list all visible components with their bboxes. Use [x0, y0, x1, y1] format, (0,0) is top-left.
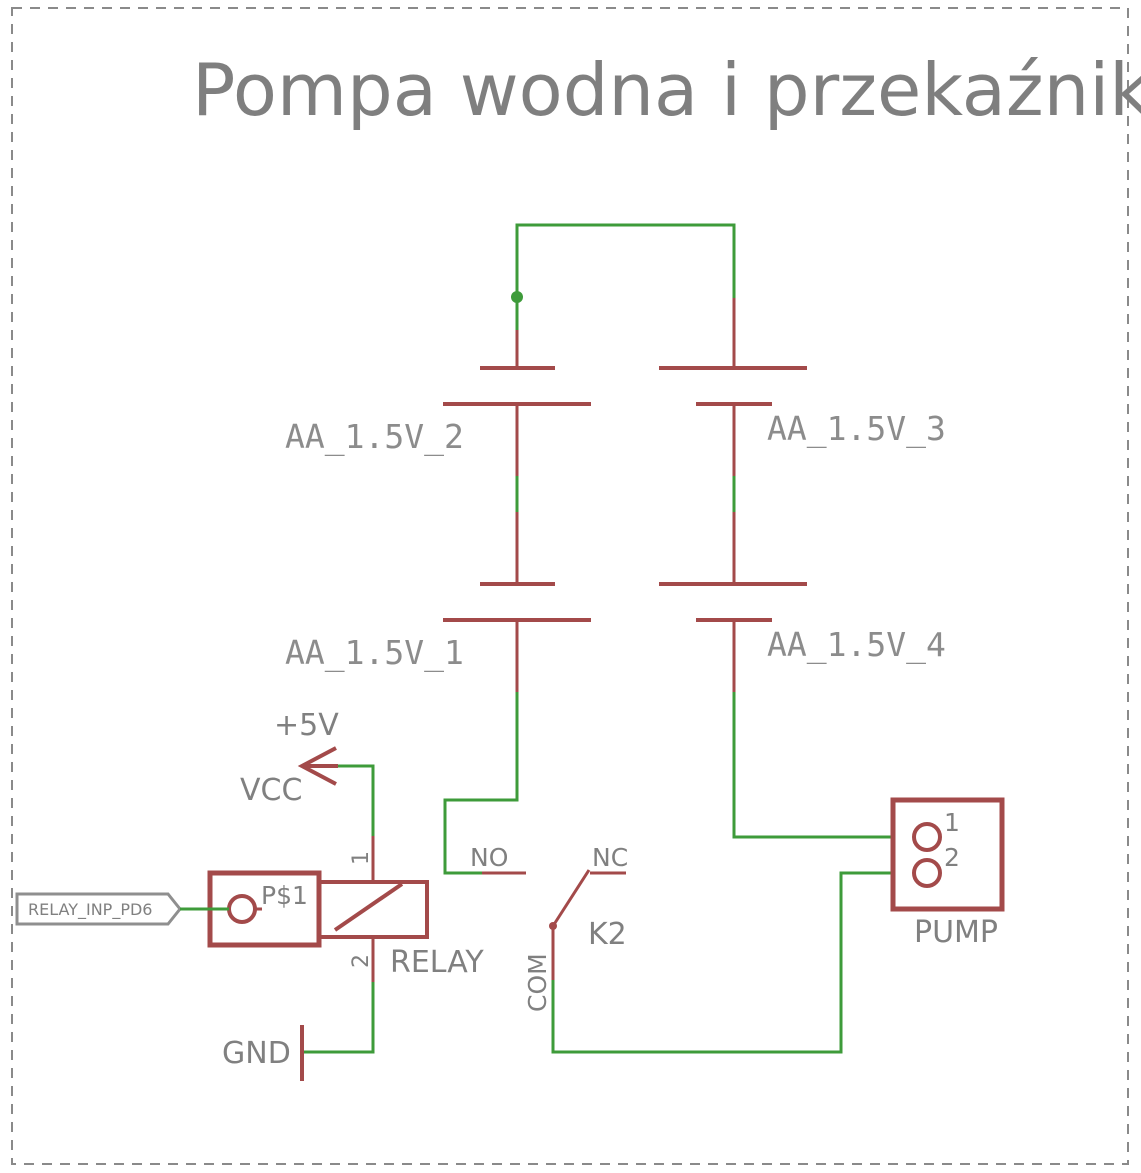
- battery-label-3: AA_1.5V_3: [767, 409, 946, 449]
- switch-com-label: COM: [523, 953, 552, 1012]
- supply-name: VCC: [240, 773, 302, 808]
- net-port-label: RELAY_INP_PD6: [28, 900, 152, 920]
- pump-connector: [890, 797, 1005, 912]
- switch-k2: [482, 869, 626, 980]
- sheet-frame: [11, 7, 1129, 1165]
- switch-nc-label: NC: [592, 843, 628, 872]
- battery-aa-2: [443, 330, 591, 512]
- relay-pin2-label: 2: [349, 954, 374, 968]
- sheet-title: Pompa wodna i przekaźnik: [192, 48, 1141, 132]
- vcc-symbol: [297, 746, 338, 786]
- wire-gnd: [302, 982, 375, 1054]
- wire-battery-to-no: [443, 692, 519, 875]
- relay-pad-label: P$1: [261, 881, 308, 910]
- relay-pin1-label: 1: [349, 851, 374, 865]
- wire-battery-to-pump1: [732, 692, 893, 839]
- battery-label-4: AA_1.5V_4: [767, 625, 946, 665]
- battery-label-1: AA_1.5V_1: [285, 633, 464, 673]
- battery-wires: [443, 223, 893, 875]
- switch-no-label: NO: [470, 843, 508, 872]
- net-port-relay-input: [15, 892, 182, 926]
- wire-com-to-pump2: [551, 871, 893, 1054]
- relay-name: RELAY: [390, 945, 484, 980]
- wire-vcc: [338, 764, 375, 836]
- junction-dot: [511, 291, 523, 303]
- battery-aa-3: [659, 298, 807, 512]
- switch-name: K2: [588, 917, 627, 952]
- battery-label-2: AA_1.5V_2: [285, 417, 464, 457]
- ground-label: GND: [222, 1036, 291, 1071]
- pump-pin2-label: 2: [944, 843, 960, 872]
- battery-aa-1: [443, 512, 591, 692]
- pump-pin1-label: 1: [944, 808, 960, 837]
- supply-value: +5V: [274, 708, 339, 743]
- battery-aa-4: [659, 512, 807, 692]
- pump-name: PUMP: [914, 915, 998, 950]
- wire-battery-top: [515, 223, 736, 330]
